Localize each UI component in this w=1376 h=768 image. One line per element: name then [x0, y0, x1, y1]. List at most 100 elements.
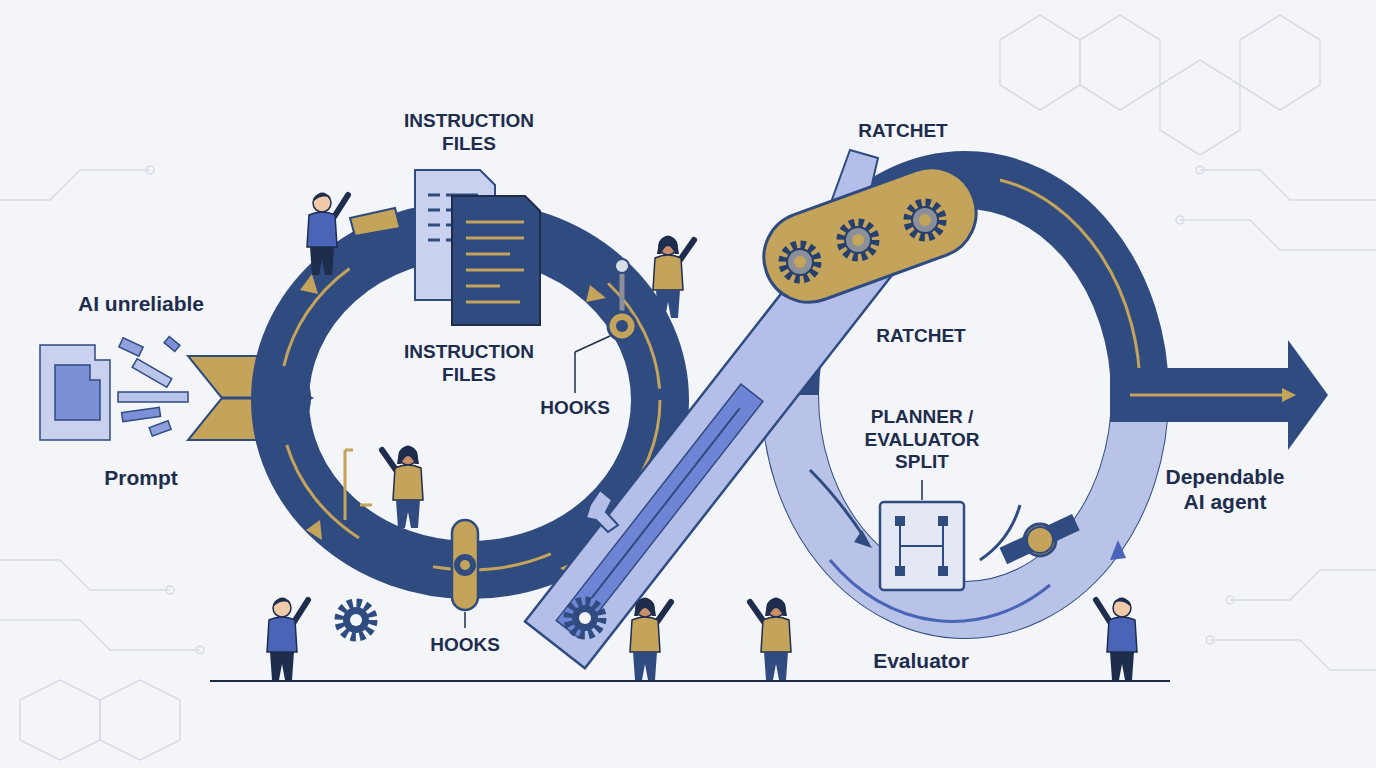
workers	[267, 193, 1137, 681]
hook-bottom-part	[586, 490, 618, 532]
infinity-loop-part	[306, 520, 322, 540]
broken-prompt-fragments-part	[122, 407, 161, 421]
instruction-files-icon-part	[350, 208, 400, 236]
instruction-files-icon-part-part	[428, 194, 440, 197]
instruction-files-icon-part-part	[466, 285, 500, 288]
hook-bottom-part-part	[345, 450, 353, 520]
workers-part	[1096, 598, 1137, 681]
hook-middle-part	[620, 270, 625, 312]
background-circuit-part	[1196, 166, 1204, 174]
workers-part	[630, 598, 671, 681]
hook-bottom-part	[339, 603, 373, 637]
broken-prompt-fragments-part	[40, 345, 110, 440]
broken-prompt-fragments-part	[55, 365, 100, 420]
ratchet-tool-part	[841, 223, 875, 257]
infinity-loop-part	[300, 274, 318, 294]
background-circuit-part	[1180, 220, 1376, 250]
background-circuit-part	[1200, 170, 1376, 200]
hook-bottom-part	[460, 560, 470, 570]
hook-middle	[575, 259, 636, 393]
background-circuit-part	[1226, 596, 1234, 604]
background-circuit-part	[1080, 15, 1160, 110]
hook-bottom	[339, 450, 618, 637]
blade-part	[592, 408, 740, 597]
instruction-files-icon-part-part	[428, 209, 440, 212]
instruction-files-icon	[350, 170, 540, 325]
instruction-files-icon-part-part	[466, 269, 524, 272]
infinity-loop-part	[1110, 540, 1126, 560]
exit-arrow-part	[1110, 368, 1290, 422]
broken-prompt-fragments-part	[149, 421, 171, 436]
hook-middle-part	[615, 259, 629, 273]
hook-middle-part	[608, 312, 636, 340]
ratchet-tool	[751, 150, 989, 315]
planner-evaluator-box-part	[880, 502, 964, 590]
part-heading: RATCHET	[828, 120, 978, 143]
background-circuit-part	[146, 166, 154, 174]
planner-evaluator-box-part	[938, 516, 948, 526]
hook-bottom-part-part	[360, 504, 372, 507]
broken-prompt-fragments-part	[132, 359, 172, 388]
background-circuit-part	[1230, 570, 1376, 600]
instruction-files-icon-part	[466, 222, 524, 302]
stage-label: Prompt	[56, 465, 226, 490]
background-circuit-part	[0, 170, 150, 200]
infinity-loop-part	[586, 285, 606, 302]
planner-evaluator-box-part	[895, 516, 905, 526]
planner-evaluator-box-part	[895, 566, 905, 576]
infinity-loop-part	[1000, 180, 1140, 395]
background-circuit-part	[1206, 636, 1214, 644]
ratchet-tool-part	[751, 155, 989, 315]
background-circuit	[0, 15, 1376, 760]
background-circuit-part	[100, 680, 180, 760]
planner-evaluator-box-part	[1000, 514, 1080, 564]
stage-label: Evaluator	[846, 648, 996, 673]
workers-part	[382, 446, 423, 529]
broken-prompt-fragments-part	[118, 392, 188, 402]
hook-bottom-part	[452, 520, 478, 610]
planner-evaluator-box-part	[1027, 527, 1053, 553]
planner-evaluator-box-part	[938, 566, 948, 576]
workers-part	[267, 598, 308, 681]
part-heading: HOOKS	[520, 397, 630, 420]
instruction-files-icon-part-part	[466, 253, 510, 256]
hook-bottom-part	[454, 554, 476, 576]
outcome-label: Dependable AI agent	[1160, 464, 1290, 514]
stage-label: AI unreliable	[41, 291, 241, 316]
planner-evaluator-box-part	[810, 470, 866, 540]
infinity-loop-part	[790, 395, 1140, 610]
ratchet-tool-part	[908, 203, 942, 237]
background-circuit-part	[1240, 15, 1320, 110]
instruction-files-icon-part-part	[466, 237, 524, 240]
background-circuit-part	[20, 680, 100, 760]
exit-arrow-part	[1130, 394, 1282, 397]
background-circuit-part	[0, 560, 170, 590]
hook-bottom-part	[464, 612, 466, 628]
planner-evaluator-box	[810, 470, 1080, 590]
instruction-files-icon-part-part	[466, 301, 520, 304]
instruction-files-icon-part	[452, 196, 540, 325]
workers-part	[653, 236, 694, 319]
planner-evaluator-box-part	[900, 526, 943, 566]
background-circuit-part	[1210, 640, 1376, 670]
background-circuit-part	[1000, 15, 1080, 110]
instruction-files-icon-part-part	[428, 239, 440, 242]
workers-part	[750, 598, 791, 681]
broken-prompt-fragments-part	[164, 336, 180, 351]
hook-bottom-part	[345, 450, 372, 520]
blade-part	[556, 384, 763, 638]
planner-evaluator-box-part	[854, 530, 872, 548]
instruction-files-icon-part-part	[466, 221, 524, 224]
ratchet-tool-part	[783, 245, 817, 279]
exit-arrow-part	[1282, 388, 1296, 402]
planner-evaluator-box-part	[921, 480, 923, 500]
part-heading: RATCHET	[846, 325, 996, 348]
part-heading: INSTRUCTION FILES	[384, 341, 554, 387]
hook-middle-part	[616, 320, 628, 332]
hook-bottom-part	[568, 601, 602, 635]
part-heading: PLANNER / EVALUATOR SPLIT	[847, 406, 997, 474]
hook-middle-part	[574, 352, 576, 393]
